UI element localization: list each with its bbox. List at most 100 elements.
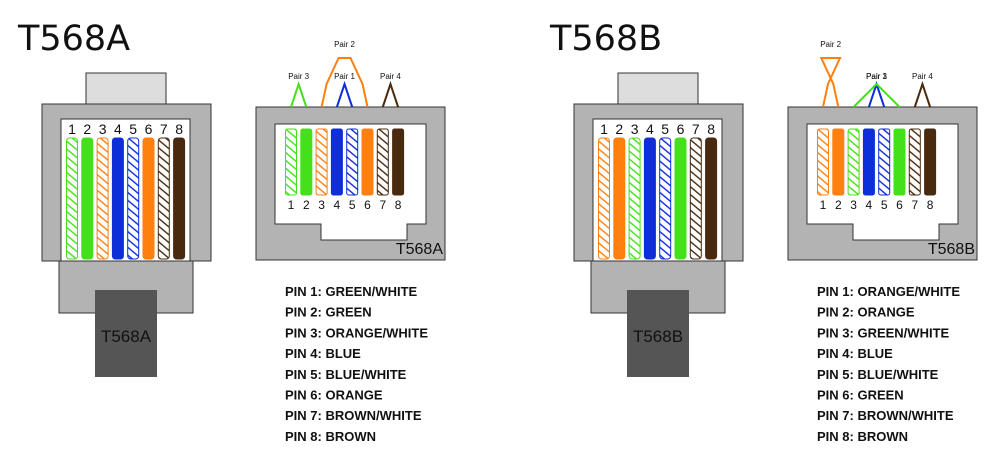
pin-list-item: PIN 1: GREEN/WHITE [285,284,418,299]
jack-wire-5 [878,128,891,196]
plug-pin-number: 1 [68,121,76,137]
plug-wire-4 [111,137,124,260]
pair-4-label: Pair 4 [380,72,401,81]
pin-list-item: PIN 1: ORANGE/WHITE [817,284,960,299]
pair-2-label: Pair 2 [334,40,355,49]
plug-pin-number: 2 [83,121,91,137]
jack-wire-1 [817,128,829,196]
jack-pin-number: 1 [820,198,827,212]
pin-list-item: PIN 8: BROWN [285,429,376,444]
plug-pin-number: 4 [646,121,654,137]
pin-list-item: PIN 5: BLUE/WHITE [817,367,939,382]
jack-wire-6 [893,128,906,196]
pair-3-label: Pair 3 [288,72,309,81]
jack-label: T568A [396,241,443,258]
jack-wire-4 [330,128,343,196]
pin-list-item: PIN 4: BLUE [285,346,361,361]
plug-pin-number: 3 [631,121,639,137]
pin-list-item: PIN 3: GREEN/WHITE [817,325,950,340]
plug-pin-number: 5 [129,121,137,137]
plug-wire-8 [705,137,718,260]
jack-wire-2 [832,128,845,196]
jack-pin-number: 8 [927,198,934,212]
plug-wire-2 [81,137,94,260]
plug-boot [95,290,157,377]
jack-wire-2 [300,128,313,196]
plug-window [60,118,191,262]
jack-wire-4 [862,128,875,196]
plug-pin-number: 6 [677,121,685,137]
plug-wire-6 [674,137,687,260]
plug-wire-5 [659,137,672,260]
pair-3-label: Pair 3 [866,72,887,81]
plug-pin-number: 4 [114,121,122,137]
plug-boot [627,290,689,377]
pair-4-label: Pair 4 [912,72,933,81]
pin-list: PIN 1: ORANGE/WHITE PIN 2: ORANGE PIN 3: G… [817,284,960,444]
pin-list-item: PIN 2: ORANGE [817,305,915,320]
plug-wire-7 [689,137,702,260]
pair-1-label: Pair 1 [866,72,887,81]
plug-wire-3 [628,137,641,260]
plug-wire-1 [66,137,78,260]
standard-title: T568B [549,19,662,59]
pair-1-connector [867,80,886,108]
jack-pin-number: 6 [896,198,903,212]
plug-wire-7 [157,137,170,260]
plug-window [592,118,723,262]
jack-pin-number: 4 [334,198,341,212]
plug-wire-3 [96,137,109,260]
jack-pin-number: 4 [866,198,873,212]
plug-pin-number: 6 [145,121,153,137]
plug-wire-8 [173,137,186,260]
jack-pin-number: 2 [303,198,310,212]
plug-pin-number: 3 [99,121,107,137]
pair-2-connector [819,57,842,108]
pair-2-connector [320,57,369,108]
pair-1-label: Pair 1 [334,72,355,81]
pair-2-label: Pair 2 [820,40,841,49]
pin-list-item: PIN 7: BROWN/WHITE [817,408,954,423]
jack-pin-number: 7 [911,198,918,212]
jack-wire-6 [361,128,374,196]
jack-pin-number: 1 [288,198,295,212]
jack-pin-number: 3 [850,198,857,212]
plug-wire-4 [643,137,656,260]
pin-list-item: PIN 7: BROWN/WHITE [285,408,422,423]
plug-wire-6 [142,137,155,260]
pair-4-connector [381,80,400,108]
plug-wire-1 [598,137,610,260]
jack-pin-number: 6 [364,198,371,212]
jack-wire-7 [376,128,389,196]
plug-pin-number: 8 [707,121,715,137]
jack-wire-5 [346,128,359,196]
pin-list-item: PIN 5: BLUE/WHITE [285,367,407,382]
plug-pin-number: 7 [160,121,168,137]
jack-pin-number: 3 [318,198,325,212]
plug-pin-number: 8 [175,121,183,137]
plug-pin-number: 5 [661,121,669,137]
pair-3-connector [852,82,901,108]
plug-wire-2 [613,137,626,260]
pair-1-connector [335,80,354,108]
plug-label: T568A [101,327,152,346]
pin-list-item: PIN 6: GREEN [817,388,904,403]
plug-pin-number: 2 [615,121,623,137]
plug-pin-number: 1 [600,121,608,137]
plug-latch [617,72,699,105]
jack-wire-3 [847,128,860,196]
pin-list-item: PIN 2: GREEN [285,305,372,320]
plug-wire-5 [127,137,140,260]
jack-wire-7 [908,128,921,196]
pair-3-connector [290,80,308,108]
jack-pin-number: 8 [395,198,402,212]
pin-list-item: PIN 8: BROWN [817,429,908,444]
